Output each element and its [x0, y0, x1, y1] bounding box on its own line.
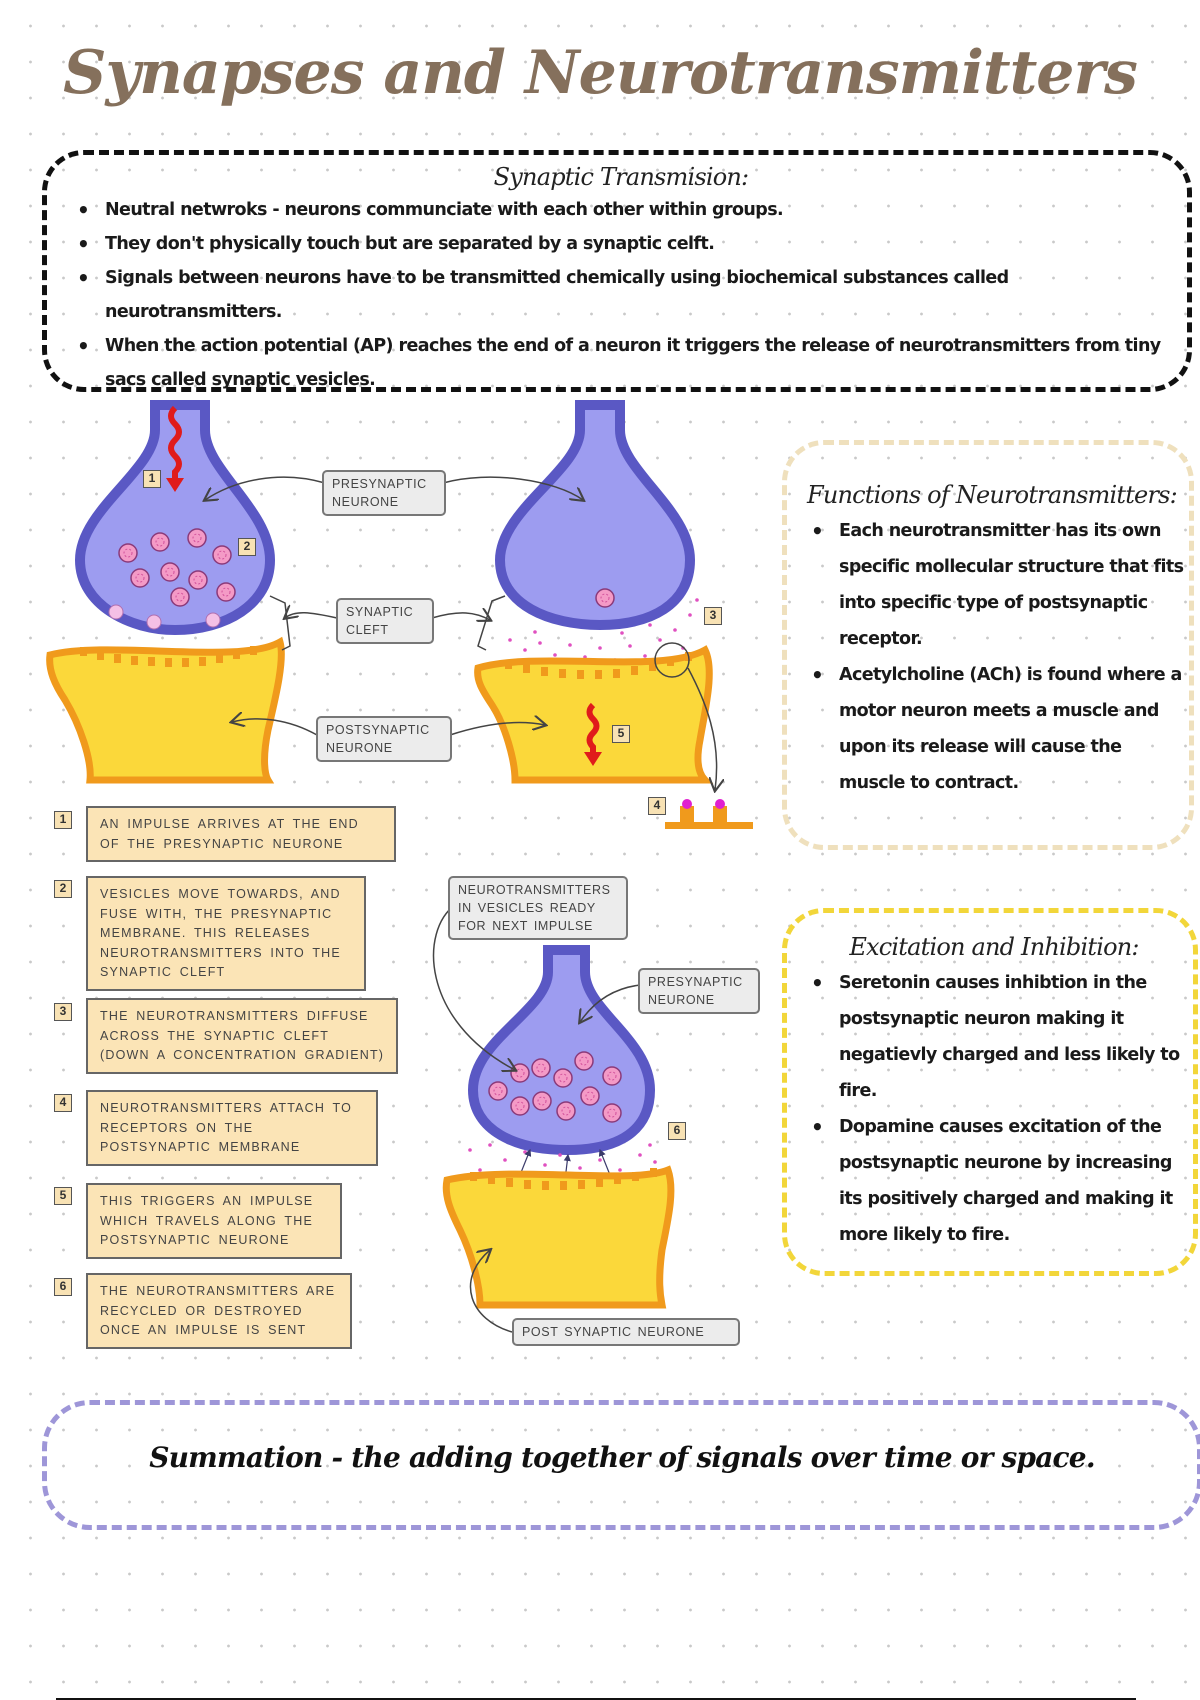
list-item: Signals between neurons have to be trans…	[65, 261, 1177, 329]
step-number-1: 1	[54, 811, 72, 829]
receptor-highlight-circle	[654, 642, 690, 678]
step-box-3: The neurotransmitters diffuse across the…	[86, 998, 398, 1074]
functions-heading: Functions of Neurotransmitters:	[807, 481, 1178, 509]
synaptic-transmission-box: Synaptic Transmision: Neutral netwroks -…	[42, 150, 1192, 392]
list-item: When the action potential (AP) reaches t…	[65, 329, 1177, 397]
step-box-2: Vesicles move towards, and fuse with, th…	[86, 876, 366, 991]
step-number-4: 4	[54, 1094, 72, 1112]
step-number-2: 2	[54, 880, 72, 898]
vesicle-b	[595, 588, 615, 608]
marker-3: 3	[704, 607, 722, 625]
page-title: Synapses and Neurotransmitters	[63, 38, 1138, 108]
presynaptic-bulb-a	[74, 400, 276, 636]
impulse-arrow-head-icon	[166, 478, 184, 492]
step-number-3: 3	[54, 1003, 72, 1021]
functions-list: Each neurotransmitter has its own specif…	[799, 513, 1185, 801]
summation-text: Summation - the adding together of signa…	[149, 1441, 1095, 1474]
cleft-bracket-b	[477, 595, 506, 651]
label-presynaptic-neurone: Presynaptic neurone	[322, 470, 446, 516]
excitation-heading: Excitation and Inhibition:	[849, 933, 1139, 961]
connector-postsynaptic-a	[232, 719, 318, 736]
step-box-5: This triggers an impulse which travels a…	[86, 1183, 342, 1259]
connector-presynaptic-c	[580, 984, 641, 1022]
label-vesicles-ready: Neurotransmitters in vesicles ready for …	[448, 876, 628, 940]
receptor-detail	[665, 799, 753, 829]
step-box-1: An impulse arrives at the end of the pre…	[86, 806, 396, 862]
postsynaptic-c	[442, 1165, 675, 1309]
summation-box: Summation - the adding together of signa…	[42, 1400, 1200, 1530]
impulse-arrow-icon	[586, 702, 600, 753]
impulse-arrow-icon	[168, 405, 182, 480]
synaptic-transmission-list: Neutral netwroks - neurons communciate w…	[65, 193, 1177, 397]
excitation-box: Excitation and Inhibition: Seretonin cau…	[782, 908, 1198, 1276]
step-box-4: Neurotransmitters attach to receptors on…	[86, 1090, 378, 1166]
impulse-arrow-head-icon	[584, 752, 602, 766]
marker-5: 5	[612, 725, 630, 743]
synaptic-transmission-heading: Synaptic Transmision:	[493, 163, 750, 191]
list-item: Neutral netwroks - neurons communciate w…	[65, 193, 1177, 227]
presynaptic-bulb-b	[494, 400, 696, 631]
connector-presynaptic-a	[205, 476, 326, 500]
list-item: They don't physically touch but are sepa…	[65, 227, 1177, 261]
label-presynaptic-neurone-2: Presynaptic neurone	[638, 968, 760, 1014]
connector-postsynaptic-b	[449, 722, 545, 736]
list-item: Dopamine causes excitation of the postsy…	[799, 1109, 1189, 1253]
label-synaptic-cleft: Synaptic cleft	[336, 598, 434, 644]
fusing-vesicles-a	[108, 604, 221, 630]
label-post-synaptic-neurone: Post synaptic neurone	[512, 1318, 740, 1346]
connector-cleft-b	[431, 613, 490, 620]
presynaptic-bulb-c	[467, 945, 656, 1156]
excitation-list: Seretonin causes inhibtion in the postsy…	[799, 965, 1189, 1253]
step-number-6: 6	[54, 1278, 72, 1296]
list-item: Each neurotransmitter has its own specif…	[799, 513, 1185, 657]
connector-post-synaptic-c	[469, 1250, 513, 1333]
receptor-pointer-arrow	[687, 667, 717, 790]
functions-box: Functions of Neurotransmitters: Each neu…	[782, 440, 1194, 850]
connector-vesicles-ready	[432, 904, 515, 1070]
connector-presynaptic-b	[442, 476, 583, 500]
cleft-bracket-a	[269, 595, 291, 651]
marker-1: 1	[143, 470, 161, 488]
connector-cleft-a	[285, 613, 338, 618]
list-item: Seretonin causes inhibtion in the postsy…	[799, 965, 1189, 1109]
step-box-6: The neurotransmitters are recycled or de…	[86, 1273, 352, 1349]
step-number-5: 5	[54, 1187, 72, 1205]
marker-2: 2	[238, 538, 256, 556]
marker-6: 6	[668, 1122, 686, 1140]
list-item: Acetylcholine (ACh) is found where a mot…	[799, 657, 1185, 801]
postsynaptic-a	[46, 636, 285, 784]
label-postsynaptic-neurone: Postsynaptic neurone	[316, 716, 452, 762]
footer-divider	[56, 1698, 1136, 1700]
marker-4: 4	[648, 797, 666, 815]
